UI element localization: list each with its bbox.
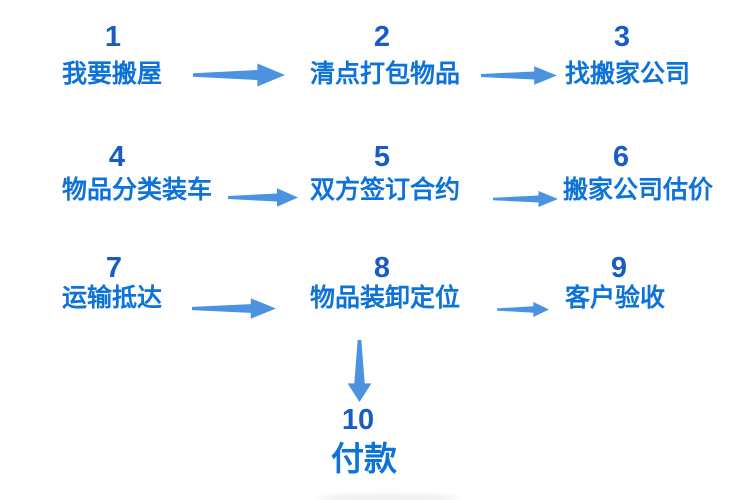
flow-down-arrow-icon (347, 340, 372, 402)
right-arrow-shape (192, 298, 276, 319)
step-number: 8 (373, 252, 391, 284)
right-arrow-shape (493, 191, 558, 207)
right-arrow-shape (481, 66, 557, 85)
step-label: 搬家公司估价 (563, 176, 714, 204)
step-number: 5 (373, 141, 391, 173)
step-number: 6 (612, 141, 630, 173)
right-arrow-shape (228, 188, 298, 207)
flow-right-arrow-icon (497, 301, 549, 318)
step-number: 3 (613, 21, 631, 53)
step-number: 9 (610, 252, 628, 284)
step-label: 付款 (331, 440, 397, 477)
down-arrow-shape (347, 340, 372, 402)
step-label: 物品装卸定位 (310, 284, 461, 312)
step-label: 找搬家公司 (565, 60, 691, 88)
step-label: 双方签订合约 (310, 176, 461, 204)
step-label: 客户验收 (565, 284, 666, 312)
flow-right-arrow-icon (481, 66, 557, 85)
right-arrow-shape (193, 63, 285, 87)
step-label: 清点打包物品 (310, 60, 461, 88)
step-number: 7 (105, 252, 123, 284)
step-number: 4 (108, 141, 126, 173)
flow-right-arrow-icon (192, 298, 276, 319)
step-number: 2 (373, 21, 391, 53)
right-arrow-shape (497, 301, 549, 318)
flow-right-arrow-icon (228, 188, 298, 207)
flow-right-arrow-icon (193, 63, 285, 87)
step-number: 1 (104, 21, 122, 53)
step-label: 物品分类装车 (62, 176, 213, 204)
step-label: 运输抵达 (62, 284, 163, 312)
flow-right-arrow-icon (493, 191, 558, 207)
step-number: 10 (341, 404, 375, 436)
cropped-bottom-artifact (318, 494, 458, 500)
step-label: 我要搬屋 (62, 60, 163, 88)
